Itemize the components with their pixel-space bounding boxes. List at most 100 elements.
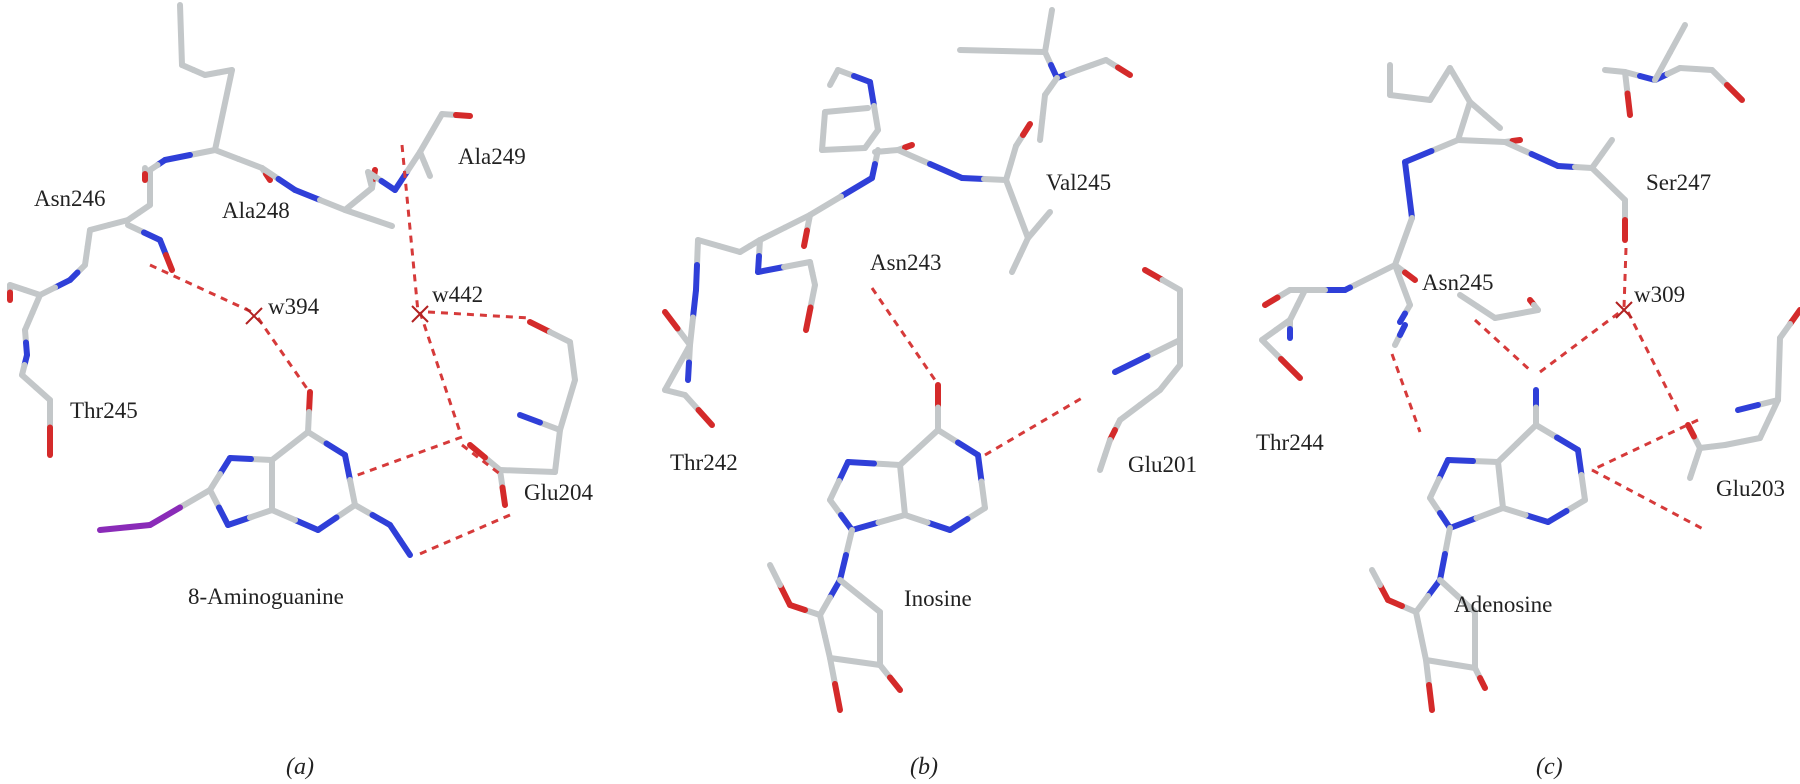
bond (1687, 460, 1698, 481)
bond (1437, 510, 1453, 531)
bond (716, 243, 743, 255)
bond (422, 161, 433, 179)
bond (564, 377, 578, 408)
bond (569, 358, 578, 383)
bond (1522, 512, 1551, 525)
bond (840, 145, 868, 152)
bond (845, 459, 877, 467)
bond (1457, 82, 1473, 105)
bond (777, 582, 793, 608)
hydrogen-bond (418, 311, 462, 433)
panel-c-ligand (1369, 387, 1588, 713)
hydrogen-bond (149, 263, 253, 314)
bond (1352, 272, 1378, 288)
panel-a-hbonds (149, 144, 531, 558)
bond (212, 107, 227, 153)
bond (1159, 277, 1183, 293)
bond (1528, 151, 1561, 169)
bond (1563, 497, 1588, 514)
bond (1407, 94, 1433, 103)
bond (342, 452, 353, 483)
hydrogen-bond (1539, 310, 1621, 374)
bond (1142, 267, 1166, 283)
bond (1402, 159, 1412, 193)
bond (978, 478, 988, 511)
bond (1455, 137, 1485, 144)
bond (216, 504, 231, 528)
bond (1513, 307, 1541, 317)
bond (323, 440, 348, 458)
label-thr244: Thr244 (1256, 430, 1324, 455)
bond (369, 512, 393, 528)
bond (1387, 92, 1413, 101)
bond (955, 439, 981, 458)
bond (207, 471, 223, 493)
hydrogen-bond (256, 317, 310, 391)
bond (1509, 137, 1523, 144)
hydrogen-bond (400, 144, 420, 313)
bond (827, 478, 842, 503)
bond (819, 128, 827, 153)
bond (981, 176, 1009, 183)
bond (1115, 64, 1133, 78)
bond (1039, 92, 1048, 121)
bond (1473, 505, 1506, 521)
hydrogen-bond (1390, 353, 1422, 433)
hydrogen-bond (870, 287, 937, 381)
bond (207, 487, 222, 511)
bond (1442, 525, 1453, 557)
panel-b-residues (662, 7, 1183, 473)
bond (837, 577, 863, 599)
bond (305, 409, 312, 435)
bond (1589, 165, 1612, 187)
hydrogen-bond (984, 396, 1083, 457)
bond (1624, 90, 1633, 118)
bond (964, 505, 988, 522)
bond (292, 187, 323, 203)
bond (1037, 114, 1046, 143)
caption-c: (c) (1536, 754, 1563, 780)
bond (259, 165, 282, 182)
bond (695, 237, 722, 249)
bond (1724, 82, 1745, 103)
bond (1492, 311, 1520, 321)
bond (1500, 505, 1529, 518)
bond (315, 514, 340, 533)
bond (817, 612, 828, 640)
bond (1042, 28, 1052, 55)
bond (1427, 81, 1443, 103)
label-adenosine: Adenosine (1454, 592, 1552, 617)
bond (1652, 49, 1673, 83)
bond (122, 522, 153, 531)
bond (822, 107, 850, 115)
bond (220, 67, 235, 113)
bond (1775, 366, 1782, 403)
bond (1477, 675, 1488, 691)
bond (1413, 593, 1431, 615)
panel-a: Asn246 Ala248 Ala249 w394 w442 Thr245 Gl… (7, 2, 594, 780)
bond (347, 477, 358, 508)
bond (1399, 282, 1413, 308)
bond (342, 207, 372, 221)
bond (1427, 495, 1443, 516)
caption-a: (a) (286, 754, 314, 780)
bond (1017, 235, 1031, 258)
bond (1402, 269, 1418, 283)
bond (843, 105, 871, 113)
bond (836, 459, 851, 484)
bond (1575, 447, 1585, 478)
bond (838, 175, 875, 200)
bond (685, 359, 692, 383)
bond (767, 562, 783, 588)
bond (1478, 138, 1508, 145)
bond (827, 655, 858, 665)
panel-c-hbonds (1390, 247, 1706, 532)
bond (1495, 440, 1520, 465)
bond (957, 47, 1006, 54)
bond (97, 524, 128, 533)
hydrogen-bond (461, 443, 501, 476)
bond (849, 519, 882, 533)
bond (227, 455, 254, 462)
bond (217, 455, 233, 477)
bond (1437, 551, 1448, 583)
